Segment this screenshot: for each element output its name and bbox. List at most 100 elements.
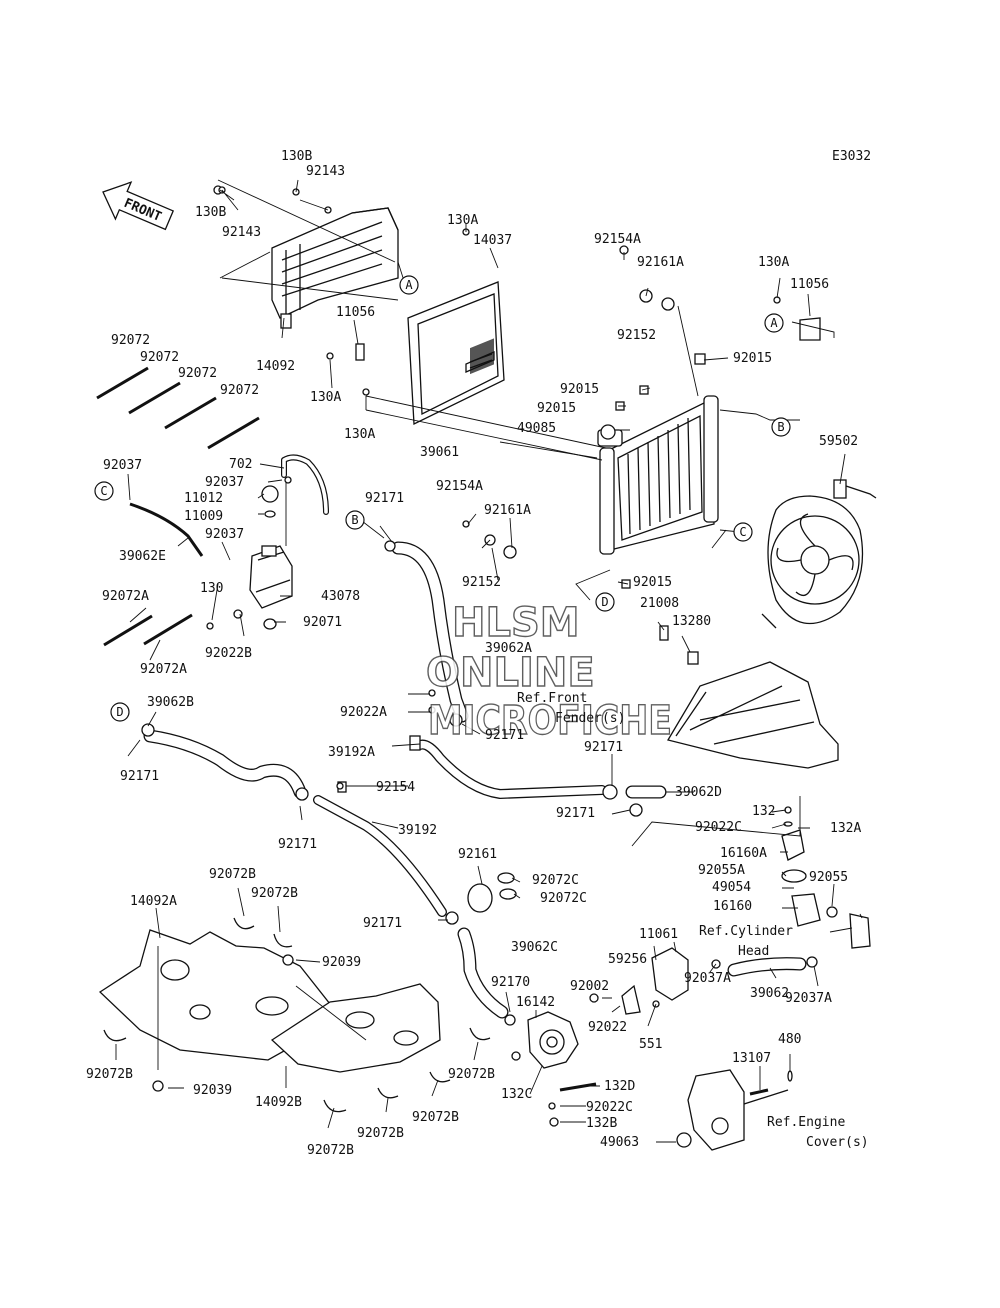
part-label: 92072A [102, 589, 149, 604]
water-pump [527, 1011, 579, 1069]
part-label: 92171 [365, 491, 404, 506]
part-label: 92072A [140, 662, 187, 677]
part-label: 92171 [120, 769, 159, 784]
part-label: 39062 [750, 986, 789, 1001]
thermostat-housing [781, 829, 871, 949]
part-label: 92170 [491, 975, 530, 990]
part-label: 59502 [819, 434, 858, 449]
part-label: 39192 [398, 823, 437, 838]
part-label: 11009 [184, 509, 223, 524]
diagram-code: E3032 [832, 149, 871, 164]
part-label: 39062D [675, 785, 722, 800]
connector-B-right: B [771, 417, 791, 437]
front-arrow: FRONT [102, 181, 175, 231]
part-label: 49054 [712, 880, 751, 895]
part-label: 39061 [420, 445, 459, 460]
part-label: 92154A [436, 479, 483, 494]
watermark-line-3: MICROFICHE [428, 698, 672, 744]
part-label: 11012 [184, 491, 223, 506]
part-label: 92037 [103, 458, 142, 473]
impeller-housing [621, 947, 689, 1015]
part-label: 92152 [462, 575, 501, 590]
part-label: 92022A [340, 705, 387, 720]
part-label: 16160A [720, 846, 767, 861]
part-label: 92022C [586, 1100, 633, 1115]
part-label: 130B [195, 205, 226, 220]
svg-text:C: C [739, 525, 746, 539]
part-label: 39192A [328, 745, 375, 760]
svg-text:C: C [100, 484, 107, 498]
connector-C-left: C [94, 481, 114, 501]
part-label: 59256 [608, 952, 647, 967]
part-label: 92015 [537, 401, 576, 416]
part-label: 132A [830, 821, 861, 836]
part-label: 92072 [111, 333, 150, 348]
skid-plate-14092A [98, 929, 331, 1061]
part-label: 92072B [86, 1067, 133, 1082]
part-label: 132 [752, 804, 775, 819]
part-label: 49063 [600, 1135, 639, 1150]
reserve-tank [249, 454, 329, 609]
part-label: 92015 [733, 351, 772, 366]
connector-A-top: A [399, 275, 419, 295]
part-label: 39062A [485, 641, 532, 656]
part-label: 551 [639, 1037, 662, 1052]
part-label: 92037 [205, 527, 244, 542]
part-label: 92072B [448, 1067, 495, 1082]
part-label: 14092A [130, 894, 177, 909]
connector-D-center: D [595, 592, 615, 612]
part-label: 14092B [255, 1095, 302, 1110]
part-label: 92022C [695, 820, 742, 835]
ref-cylinder-head-line1: Ref.Cylinder [699, 924, 793, 939]
part-number-labels: 130B 92143 130B 92143 130A 14037 92154A … [86, 149, 861, 1158]
skid-plate-14092B [270, 983, 441, 1073]
part-label: 92022 [588, 1020, 627, 1035]
svg-text:A: A [405, 278, 413, 292]
part-label: 92171 [363, 916, 402, 931]
watermark-line-1: HLSM [452, 600, 580, 646]
part-label: 39062B [147, 695, 194, 710]
fasteners [141, 185, 821, 1127]
part-label: 92072 [140, 350, 179, 365]
part-label: 92143 [222, 225, 261, 240]
part-label: 11061 [639, 927, 678, 942]
ref-front-fender-line2: Fender(s) [555, 711, 625, 726]
part-label: 132C [501, 1087, 532, 1102]
connector-A-right: A [764, 313, 784, 333]
connector-D-left: D [110, 702, 130, 722]
part-label: 92171 [556, 806, 595, 821]
part-label: 92143 [306, 164, 345, 179]
part-label: 480 [778, 1032, 801, 1047]
svg-text:B: B [777, 420, 784, 434]
part-label: 130A [344, 427, 375, 442]
connector-C-right: C [733, 522, 753, 542]
cooling-fan [761, 479, 877, 629]
part-label: 92072B [307, 1143, 354, 1158]
part-label: 92037 [205, 475, 244, 490]
front-fender-ref [666, 661, 839, 769]
part-label: 130B [281, 149, 312, 164]
radiator [499, 395, 719, 555]
svg-text:D: D [116, 705, 123, 719]
part-label: 92154A [594, 232, 641, 247]
part-label: 130A [758, 255, 789, 270]
part-label: 92055A [698, 863, 745, 878]
part-label: 13107 [732, 1051, 771, 1066]
part-label: 92072B [357, 1126, 404, 1141]
part-label: 92171 [584, 740, 623, 755]
part-label: 92072C [532, 873, 579, 888]
part-label: 92039 [322, 955, 361, 970]
cable-ties [96, 366, 260, 647]
ref-engine-cover-line1: Ref.Engine [767, 1115, 845, 1130]
connector-B-left: B [345, 510, 365, 530]
part-label: 16160 [713, 899, 752, 914]
part-label: 92072B [209, 867, 256, 882]
part-label: 92072B [412, 1110, 459, 1125]
part-label: 92055 [809, 870, 848, 885]
part-label: 92071 [303, 615, 342, 630]
ref-engine-cover-line2: Cover(s) [806, 1135, 869, 1150]
engine-cover-ref [676, 1069, 789, 1151]
part-label: 92015 [560, 382, 599, 397]
part-label: 130A [447, 213, 478, 228]
part-label: 16142 [516, 995, 555, 1010]
